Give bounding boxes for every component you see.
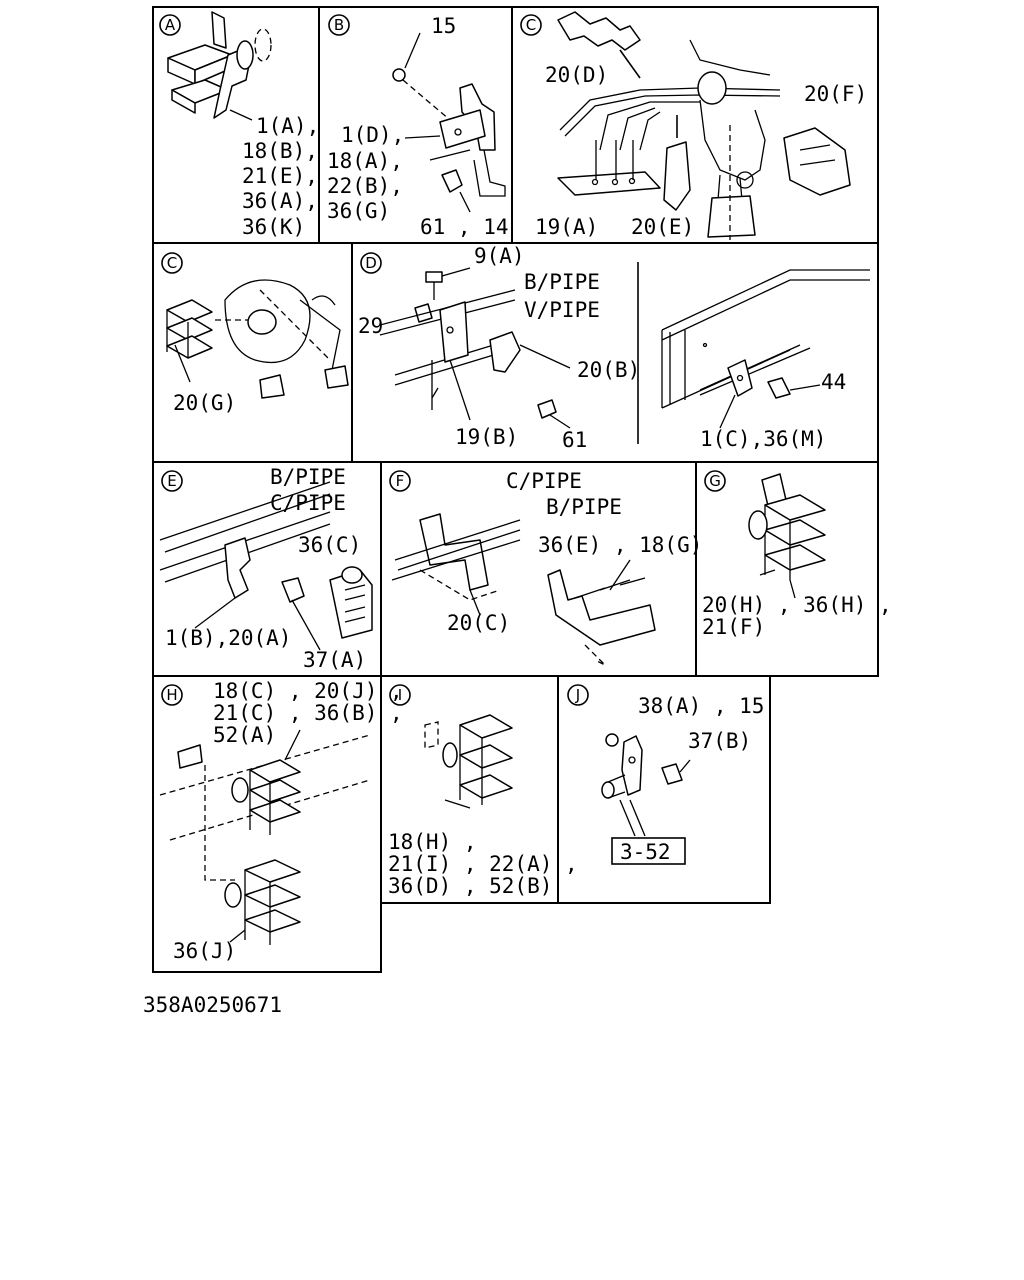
panel-d-callouts: 9(A) B/PIPE V/PIPE 29 20(B) 19(B) 61 44 … — [358, 244, 846, 452]
panel-c1-pipes-drawing — [557, 11, 851, 240]
label-e-3: 1(B),20(A) — [165, 626, 291, 650]
label-a-3: 36(A), — [242, 189, 318, 213]
panel-c2-clip-drawing — [166, 279, 349, 399]
label-a-1: 18(B), — [242, 139, 318, 163]
panel-j-callouts: 38(A) , 15 37(B) 3-52 — [620, 694, 764, 864]
label-i-0: 18(H) , — [388, 830, 477, 854]
panel-j-letter: J — [575, 686, 580, 704]
panel-a-badge: A — [159, 14, 181, 36]
panel-i-clip-drawing — [424, 714, 513, 809]
panel-e-callouts: B/PIPE C/PIPE 36(C) 1(B),20(A) 37(A) — [165, 465, 366, 672]
label-f-0: C/PIPE — [506, 469, 582, 493]
panel-f-badge: F — [389, 470, 411, 492]
panel-a-callouts: 1(A), 18(B), 21(E), 36(A), 36(K) — [242, 114, 319, 239]
label-h-3: 36(J) — [173, 939, 236, 963]
label-c1-3: 20(E) — [631, 215, 694, 239]
panel-g-badge: G — [704, 470, 726, 492]
panel-g-callouts: 20(H) , 36(H) , 21(F) — [702, 593, 892, 639]
label-h-1: 21(C) , 36(B) , — [213, 701, 403, 725]
panel-g-letter: G — [709, 472, 721, 490]
panel-e-letter: E — [167, 472, 176, 490]
label-e-1: C/PIPE — [270, 491, 346, 515]
label-f-3: 20(C) — [447, 611, 510, 635]
label-b-1: 1(D), — [341, 123, 404, 147]
label-a-0: 1(A), — [256, 114, 319, 138]
label-j-0: 38(A) , 15 — [638, 694, 764, 718]
label-c1-0: 20(D) — [545, 63, 608, 87]
panel-c2-badge: C — [161, 252, 183, 274]
panel-i-badge: I — [389, 684, 411, 706]
label-c1-1: 20(F) — [804, 82, 867, 106]
label-d-8: 1(C),36(M) — [700, 427, 826, 451]
label-c2-0: 20(G) — [173, 391, 236, 415]
panel-e-pipe-clamp-drawing — [159, 481, 373, 651]
panel-i-letter: I — [398, 686, 402, 704]
label-h-2: 52(A) — [213, 723, 276, 747]
label-a-4: 36(K) — [242, 215, 305, 239]
label-h-0: 18(C) , 20(J) , — [213, 679, 403, 703]
panel-b-clip-drawing — [392, 32, 506, 213]
panel-c1-callouts: 20(D) 20(F) 19(A) 20(E) — [535, 63, 867, 239]
panel-c2-letter: C — [167, 254, 177, 272]
panel-h-letter: H — [166, 686, 177, 704]
label-i-1: 21(I) , 22(A) , — [388, 852, 578, 876]
label-b-0: 15 — [431, 14, 456, 38]
panel-j-clip-drawing — [601, 733, 691, 865]
label-d-7: 44 — [821, 370, 846, 394]
panel-c1-badge: C — [520, 14, 542, 36]
label-i-2: 36(D) , 52(B) — [388, 874, 552, 898]
panel-d-badge: D — [360, 252, 382, 274]
panel-j-badge: J — [567, 684, 589, 706]
label-g-1: 21(F) — [702, 615, 765, 639]
label-d-6: 61 — [562, 428, 587, 452]
label-e-2: 36(C) — [298, 533, 361, 557]
panel-d-pipe-clamp-drawing — [379, 267, 870, 429]
panel-a-clip-drawing — [167, 11, 272, 121]
panel-h-callouts: 18(C) , 20(J) , 21(C) , 36(B) , 52(A) 36… — [173, 679, 403, 963]
label-b-5: 61 , 14 — [420, 215, 509, 239]
panel-h-badge: H — [161, 684, 183, 706]
label-d-3: 29 — [358, 314, 383, 338]
label-j-2: 3-52 — [620, 840, 671, 864]
label-e-4: 37(A) — [303, 648, 366, 672]
diagram-code: 358A0250671 — [143, 993, 282, 1017]
panel-frames — [152, 6, 879, 973]
panel-h-clip-drawing — [159, 729, 371, 945]
label-d-0: 9(A) — [474, 244, 525, 268]
panel-f-letter: F — [396, 472, 405, 490]
panel-c1-letter: C — [526, 16, 536, 34]
label-f-2: 36(E) , 18(G) — [538, 533, 702, 557]
label-f-1: B/PIPE — [546, 495, 622, 519]
label-d-2: V/PIPE — [524, 298, 600, 322]
panel-b-letter: B — [334, 16, 344, 34]
panel-f-clip-drawing — [391, 513, 656, 666]
panel-c2-callouts: 20(G) — [173, 391, 236, 415]
label-j-1: 37(B) — [688, 729, 751, 753]
label-d-4: 20(B) — [577, 358, 640, 382]
panel-b-callouts: 15 1(D), 18(A), 22(B), 36(G) 61 , 14 — [327, 14, 509, 239]
panel-a-letter: A — [165, 16, 176, 34]
panel-d-letter: D — [365, 254, 377, 272]
panel-b-badge: B — [328, 14, 350, 36]
label-d-1: B/PIPE — [524, 270, 600, 294]
panel-g-clip-drawing — [748, 473, 826, 599]
label-g-0: 20(H) , 36(H) , — [702, 593, 892, 617]
label-b-4: 36(G) — [327, 199, 390, 223]
panel-i-callouts: 18(H) , 21(I) , 22(A) , 36(D) , 52(B) — [388, 830, 578, 898]
panel-e-badge: E — [161, 470, 183, 492]
label-b-2: 18(A), — [327, 149, 403, 173]
panel-f-callouts: C/PIPE B/PIPE 36(E) , 18(G) 20(C) — [447, 469, 702, 635]
label-c1-2: 19(A) — [535, 215, 598, 239]
label-e-0: B/PIPE — [270, 465, 346, 489]
label-d-5: 19(B) — [455, 425, 518, 449]
label-a-2: 21(E), — [242, 164, 318, 188]
label-b-3: 22(B), — [327, 174, 403, 198]
